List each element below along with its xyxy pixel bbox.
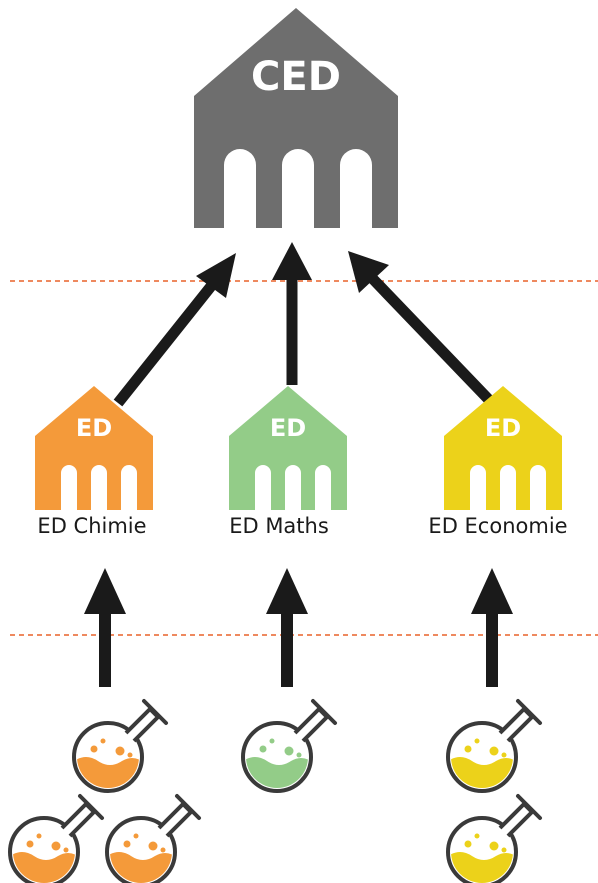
- school-label-economie: ED Economie: [428, 514, 567, 538]
- ed-maths-badge: ED: [270, 414, 306, 442]
- arrow-up-icon: [266, 568, 308, 614]
- arrow-up-icon: [348, 251, 389, 293]
- flask-icon: [241, 699, 337, 793]
- school-label-chimie: ED Chimie: [37, 514, 146, 538]
- ed-chimie-building-icon: ED: [35, 386, 153, 510]
- ced-building-icon: CED: [194, 8, 398, 228]
- arrow-up-icon: [84, 568, 126, 614]
- ed-economie-badge: ED: [485, 414, 521, 442]
- arrow-up-icon: [272, 242, 312, 280]
- flask-icon: [446, 699, 542, 793]
- school-label-maths: ED Maths: [229, 514, 329, 538]
- flask-group: [8, 699, 542, 883]
- flask-icon: [72, 699, 168, 793]
- ed-maths-building-icon: ED: [229, 386, 347, 510]
- flask-icon: [105, 794, 201, 883]
- flask-icon: [446, 794, 542, 883]
- ed-economie-building-icon: ED: [444, 386, 562, 510]
- arrow-up-icon: [196, 253, 236, 298]
- arrows-to-schools: [84, 568, 513, 687]
- ced-label: CED: [251, 54, 341, 100]
- arrow-up-icon: [471, 568, 513, 614]
- ed-chimie-badge: ED: [76, 414, 112, 442]
- flask-icon: [8, 794, 104, 883]
- arrows-to-ced: [113, 242, 496, 407]
